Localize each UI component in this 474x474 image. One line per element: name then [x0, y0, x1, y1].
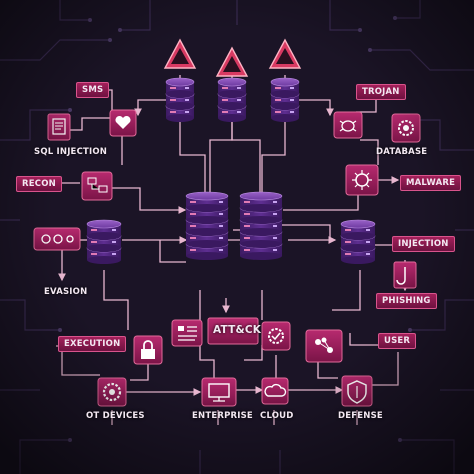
attack-label: ATT&CK	[213, 324, 262, 336]
database-label: DATABASE	[376, 147, 428, 157]
enterprise-monitor-icon	[201, 377, 237, 407]
evasion-link-icon	[33, 227, 81, 251]
server-top-right	[270, 77, 300, 122]
cloud-icon	[261, 377, 289, 405]
cloud-label: CLOUD	[260, 411, 294, 421]
server-top-center	[217, 77, 247, 122]
server-left	[86, 219, 122, 264]
database-gear-icon	[391, 113, 421, 143]
heart-shield-icon	[109, 109, 137, 137]
execution-lock-icon	[133, 335, 163, 365]
defense-label: DEFENSE	[338, 411, 383, 421]
user-network-icon	[305, 329, 343, 363]
server-center-right	[239, 191, 283, 260]
execution-label: EXECUTION	[58, 336, 127, 352]
sms-label: SMS	[76, 82, 110, 98]
sql-injection-label: SQL INJECTION	[34, 147, 108, 157]
enterprise-label: ENTERPRISE	[192, 411, 253, 421]
malware-virus-icon	[345, 164, 379, 196]
server-top-left	[165, 77, 195, 122]
recon-label: RECON	[16, 176, 62, 192]
warning-triangle-icon	[215, 46, 249, 77]
server-right	[340, 219, 376, 264]
server-center-left	[185, 191, 229, 260]
phishing-label: PHISHING	[376, 293, 437, 309]
gear-check-icon	[261, 321, 291, 351]
trojan-label: TROJAN	[356, 84, 406, 100]
sms-document-icon	[47, 113, 71, 141]
document-list-icon	[171, 319, 203, 347]
server-stacks	[86, 77, 376, 264]
injection-label: INJECTION	[392, 236, 455, 252]
warning-triangle-icon	[163, 38, 197, 69]
evasion-label: EVASION	[44, 287, 88, 297]
recon-network-icon	[81, 171, 113, 201]
ot-devices-label: OT DEVICES	[86, 411, 145, 421]
malware-label: MALWARE	[400, 175, 462, 191]
warning-triangles	[163, 38, 302, 77]
ot-devices-gear-icon	[97, 377, 127, 407]
user-label: USER	[378, 333, 417, 349]
trojan-bug-icon	[333, 111, 363, 139]
defense-shield-icon	[341, 375, 373, 407]
phishing-hook-icon	[393, 261, 417, 289]
warning-triangle-icon	[268, 38, 302, 69]
